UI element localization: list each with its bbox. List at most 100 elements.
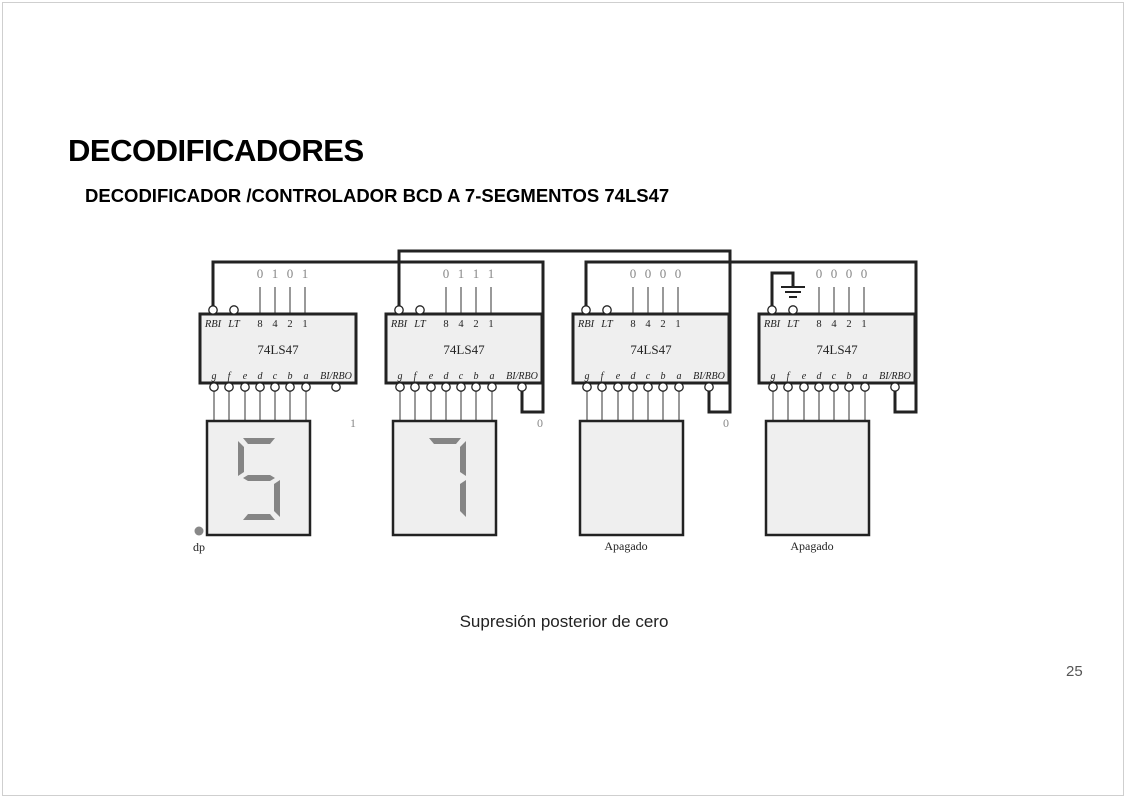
segment-output-pin [814,382,824,392]
output-pin-label: f [601,371,605,382]
segment-g [243,475,275,481]
input-pin-label: 2 [473,319,478,330]
seven-segment-display [578,419,685,537]
output-pin-label: e [616,371,621,382]
segment-output-pin [301,382,311,392]
input-pin-label: 4 [458,319,464,330]
input-bit-value: 1 [272,266,279,281]
output-pin-label: f [228,371,232,382]
input-pin-label: 8 [257,319,262,330]
input-bit-value: 0 [660,266,667,281]
input-bit-value: 0 [630,266,637,281]
output-pin-label: d [817,371,823,382]
bi-rbo-pin [331,382,341,392]
segment-output-pin [487,382,497,392]
output-pin-label: g [771,371,776,382]
segment-output-pin [410,382,420,392]
input-pin-label: LT [413,319,427,330]
output-pin-label: d [258,371,264,382]
input-pin-label: 2 [660,319,665,330]
dp-label: dp [193,540,205,554]
segment-f [238,441,244,476]
decoder-chip-3 [571,287,731,537]
rbo-value: 0 [537,416,543,430]
page-number: 25 [1066,663,1083,680]
input-pin-label: 4 [272,319,278,330]
input-pin-label: 2 [287,319,292,330]
lt-pin [229,305,239,315]
segment-output-pin [209,382,219,392]
output-pin-label: a [863,371,868,382]
chip-label: 74LS47 [816,342,858,357]
input-pin-label: RBI [390,319,408,330]
input-pin-label: 4 [831,319,837,330]
input-bit-value: 0 [287,266,294,281]
segment-output-pin [582,382,592,392]
output-pin-label: BI/RBO [879,371,911,382]
output-pin-label: d [631,371,637,382]
output-pin-label: a [490,371,495,382]
output-pin-label: BI/RBO [506,371,538,382]
slide-title: DECODIFICADORES [68,133,364,168]
input-pin-label: 8 [630,319,635,330]
input-pin-label: RBI [577,319,595,330]
input-pin-label: 4 [645,319,651,330]
input-pin-label: 1 [488,319,493,330]
segment-output-pin [783,382,793,392]
output-pin-label: g [212,371,217,382]
segment-output-pin [240,382,250,392]
rbo-value: 0 [723,416,729,430]
segment-a [429,438,461,444]
display-off-label: Apagado [790,539,833,553]
segment-output-pin [613,382,623,392]
output-pin-label: f [414,371,418,382]
input-bit-value: 1 [302,266,309,281]
output-pin-label: g [398,371,403,382]
output-pin-label: d [444,371,450,382]
segment-c [460,480,466,517]
output-pin-label: a [677,371,682,382]
segment-output-pin [270,382,280,392]
segment-output-pin [643,382,653,392]
output-pin-label: e [243,371,248,382]
segment-output-pin [844,382,854,392]
input-pin-label: 1 [675,319,680,330]
rbi-pin [581,305,591,315]
lt-pin [415,305,425,315]
input-bit-value: 0 [816,266,823,281]
dp-dot-icon [194,526,204,536]
input-bit-value: 0 [257,266,264,281]
segment-output-pin [426,382,436,392]
input-bit-value: 1 [473,266,480,281]
input-pin-label: 1 [861,319,866,330]
input-pin-label: RBI [204,319,222,330]
output-pin-label: c [646,371,651,382]
output-pin-label: f [787,371,791,382]
segment-output-pin [441,382,451,392]
bi-rbo-pin [704,382,714,392]
output-pin-label: BI/RBO [693,371,725,382]
chip-body [198,312,358,385]
rbi-pin [767,305,777,315]
output-pin-label: b [474,371,479,382]
rbo-value: 1 [350,416,356,430]
input-pin-label: 1 [302,319,307,330]
segment-output-pin [628,382,638,392]
chip-label: 74LS47 [630,342,672,357]
output-pin-label: b [661,371,666,382]
input-bit-value: 0 [645,266,652,281]
bi-rbo-pin [517,382,527,392]
rbi-pin [394,305,404,315]
segment-output-pin [285,382,295,392]
input-bit-value: 1 [458,266,465,281]
input-bit-value: 0 [861,266,868,281]
seven-segment-display [764,419,871,537]
segment-d [243,514,275,520]
ground-wire [770,271,795,310]
figure-caption: Supresión posterior de cero [459,612,669,631]
chip-label: 74LS47 [257,342,299,357]
output-pin-label: c [459,371,464,382]
input-pin-label: LT [227,319,241,330]
segment-output-pin [799,382,809,392]
